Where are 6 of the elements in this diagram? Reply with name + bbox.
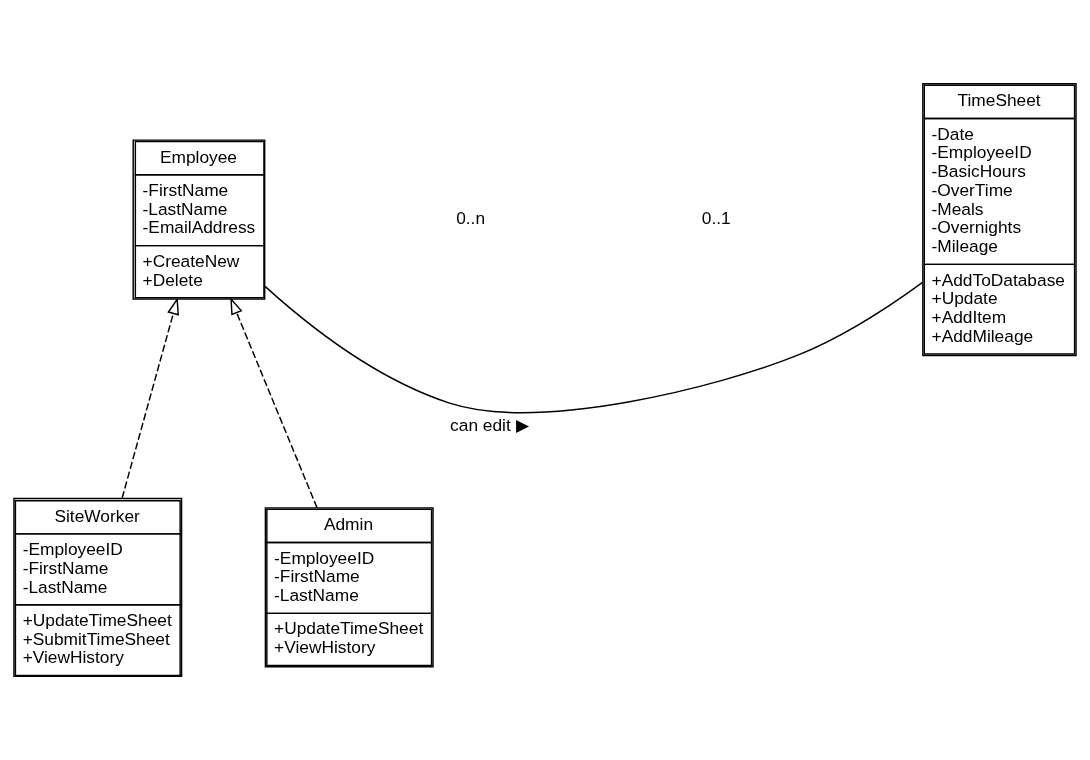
label: 0..n [456,208,486,229]
arrow [121,297,179,499]
connector [264,281,924,414]
arrow [230,297,318,509]
label: 0..1 [701,208,731,229]
edge-label: can edit ▶ [450,415,529,436]
